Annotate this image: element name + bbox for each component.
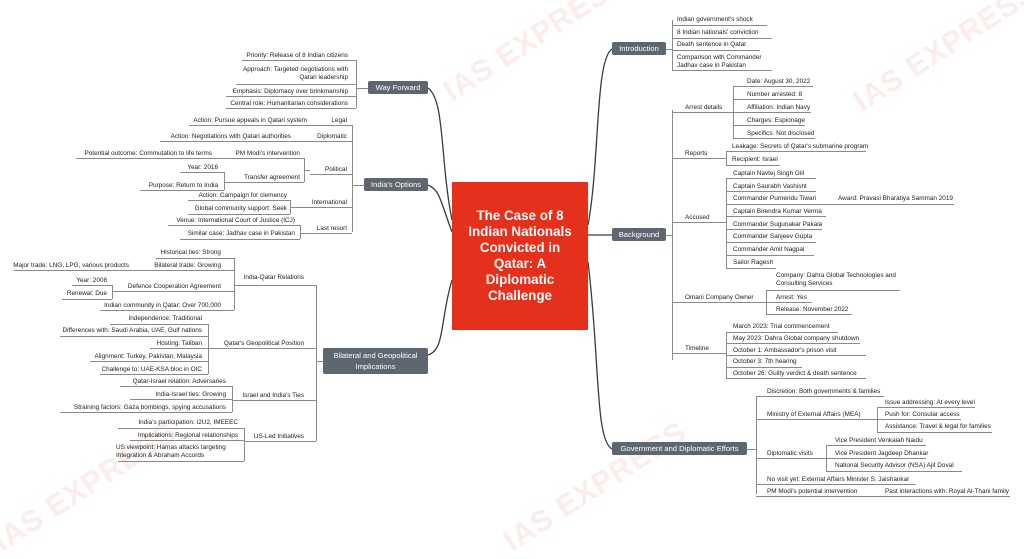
arrest-details-label: Arrest details: [685, 104, 723, 111]
visits-item: National Security Advisor (NSA) Ajit Dov…: [835, 462, 954, 469]
arrest-item: Charges: Espionage: [747, 117, 805, 124]
israel-item: Straining factors: Gaza bombings, spying…: [73, 404, 226, 411]
transfer-item: Year: 2016: [187, 164, 218, 171]
option-legal-item: Action: Pursue appeals in Qatari system: [193, 117, 307, 124]
international-item: Global community support: Seek: [194, 205, 287, 212]
accused-item: Commander Amit Nagpal: [733, 246, 805, 253]
mea-item: Push for: Consular access: [885, 411, 960, 418]
reports-item: Leakage: Secrets of Qatar's submarine pr…: [732, 143, 869, 150]
way-forward-item: Central role: Humanitarian consideration…: [230, 100, 348, 107]
relations-item: Historical ties: Strong: [160, 249, 221, 256]
position-item: Independence: Traditional: [128, 315, 202, 322]
award-item: Award: Pravasi Bharatiya Samman 2019: [838, 195, 953, 202]
way-forward-item: Emphasis: Diplomacy over brinkmanship: [232, 88, 348, 95]
arrest-item: Affiliation: Indian Navy: [747, 104, 811, 111]
accused-item: Commander Purnendu Tiwari: [733, 195, 817, 202]
accused-item: Commander Sugunakar Pakala: [733, 221, 823, 228]
position-item: Differences with: Saudi Arabia, UAE, Gul…: [62, 327, 202, 334]
accused-item: Captain Navtej Singh Gill: [733, 170, 805, 177]
mea-item: Assistance: Travel & legal for families: [885, 423, 991, 430]
central-topic[interactable]: The Case of 8 Indian Nationals Convicted…: [452, 182, 588, 330]
owner-item: Company: Dahra Global Technologies and C…: [776, 272, 896, 287]
intro-item: Death sentence in Qatar: [677, 41, 747, 48]
intro-item: 8 Indian nationals' conviction: [677, 29, 759, 36]
way-forward-item: Priority: Release of 8 Indian citizens: [246, 52, 348, 59]
timeline-item: May 2023: Dahra Global company shutdown: [733, 335, 860, 342]
dca-label: Defence Cooperation Agreement: [127, 283, 221, 290]
timeline-item: October 26: Guilty verdict & death sente…: [733, 370, 857, 377]
pm-label: PM Modi's potential intervention: [767, 488, 858, 495]
intro-item: Comparison with Commander Jadhav case in…: [677, 54, 762, 69]
relations-label: India-Qatar Relations: [243, 274, 304, 281]
option-legal-label: Legal: [331, 117, 347, 124]
accused-item: Captain Birendra Kumar Verma: [733, 208, 822, 215]
option-diplomatic-item: Action: Negotiations with Qatari authori…: [170, 133, 291, 140]
intro-item: Indian government's shock: [677, 16, 753, 23]
accused-label: Accused: [685, 214, 710, 221]
owner-item: Arrest: Yes: [776, 294, 807, 301]
position-item: Alignment: Turkey, Pakistan, Malaysia: [94, 353, 202, 360]
branch-background[interactable]: Background: [612, 228, 666, 241]
option-last-resort-label: Last resort: [316, 225, 347, 232]
israel-item: Qatar-Israel relation: Adversaries: [132, 378, 226, 385]
visits-label: Diplomatic visits: [767, 450, 813, 457]
dca-item: Year: 2008: [76, 277, 107, 284]
trade-item: Major trade: LNG, LPG, various products: [13, 262, 129, 269]
option-political-label: Political: [324, 166, 347, 173]
last-resort-item: Venue: International Court of Justice (I…: [176, 217, 295, 224]
israel-item: India-Israel ties: Growing: [155, 391, 226, 398]
omani-owner-label: Omani Company Owner: [685, 294, 754, 301]
transfer-item: Purpose: Return to India: [148, 182, 218, 189]
discretion-item: Discretion: Both governments & families: [767, 388, 881, 395]
position-label: Qatar's Geopolitical Position: [223, 340, 304, 347]
arrest-item: Date: August 30, 2022: [747, 78, 811, 85]
position-item: Challenge to: UAE-KSA bloc in OIC: [101, 366, 202, 373]
reports-label: Reports: [685, 150, 708, 157]
mea-label: Ministry of External Affairs (MEA): [767, 411, 861, 418]
connector-lines: [427, 48, 613, 450]
israel-label: Israel and India's Ties: [242, 392, 304, 399]
us-item: India's participation: I2U2, IMEEEC: [138, 419, 238, 426]
last-resort-item: Similar case: Jadhav case in Pakistan: [187, 230, 295, 237]
political-pm-item: Potential outcome: Commutation to life t…: [84, 150, 212, 157]
option-diplomatic-label: Diplomatic: [317, 133, 347, 140]
visits-item: Vice President Jagdeep Dhankar: [835, 450, 929, 457]
position-item: Hosting: Taliban: [156, 340, 202, 347]
branch-bilateral[interactable]: Bilateral and Geopolitical Implications: [323, 348, 428, 374]
us-item: Implications: Regional relationships: [137, 432, 238, 439]
political-pm-label: PM Modi's intervention: [235, 150, 300, 157]
transfer-label: Transfer agreement: [244, 174, 300, 181]
arrest-item: Specifics: Not disclosed: [747, 130, 815, 137]
way-forward-item: Approach: Targeted negotiations with Qat…: [242, 66, 348, 81]
no-visit-item: No visit yet: External Affairs Minister …: [767, 476, 910, 483]
relations-item: Indian community in Qatar: Over 700,000: [104, 302, 221, 309]
timeline-item: March 2023: Trial commencement: [733, 323, 830, 330]
international-item: Action: Campaign for clemency: [198, 192, 287, 199]
branch-way-forward[interactable]: Way Forward: [368, 81, 428, 94]
arrest-item: Number arrested: 8: [747, 91, 803, 98]
timeline-item: October 3: 7th hearing: [733, 358, 797, 365]
accused-item: Sailor Ragesh: [733, 259, 774, 266]
mea-item: Issue addressing: At every level: [885, 399, 975, 406]
timeline-item: October 1: Ambassador's prison visit: [733, 347, 837, 354]
trade-label: Bilateral trade: Growing: [154, 262, 221, 269]
dca-item: Renewal: Due: [66, 290, 107, 297]
branch-indias-options[interactable]: India's Options: [364, 178, 428, 191]
accused-item: Captain Saurabh Vashisht: [733, 183, 807, 190]
accused-item: Commander Sanjeev Gupta: [733, 233, 813, 240]
reports-item: Recipient: Israel: [732, 156, 778, 163]
us-item: US viewpoint: Hamas attacks targeting In…: [116, 444, 226, 459]
branch-introduction[interactable]: Introduction: [612, 42, 666, 55]
branch-government[interactable]: Government and Diplomatic Efforts: [612, 442, 747, 455]
option-international-label: International: [311, 199, 347, 206]
visits-item: Vice President Venkaiah Naidu: [835, 437, 923, 444]
owner-item: Release: November 2022: [776, 306, 849, 313]
timeline-label: Timeline: [685, 345, 709, 352]
pm-item: Past interactions with: Royal Al-Thani f…: [885, 488, 1009, 495]
us-label: US-Led Initiatives: [253, 433, 304, 440]
